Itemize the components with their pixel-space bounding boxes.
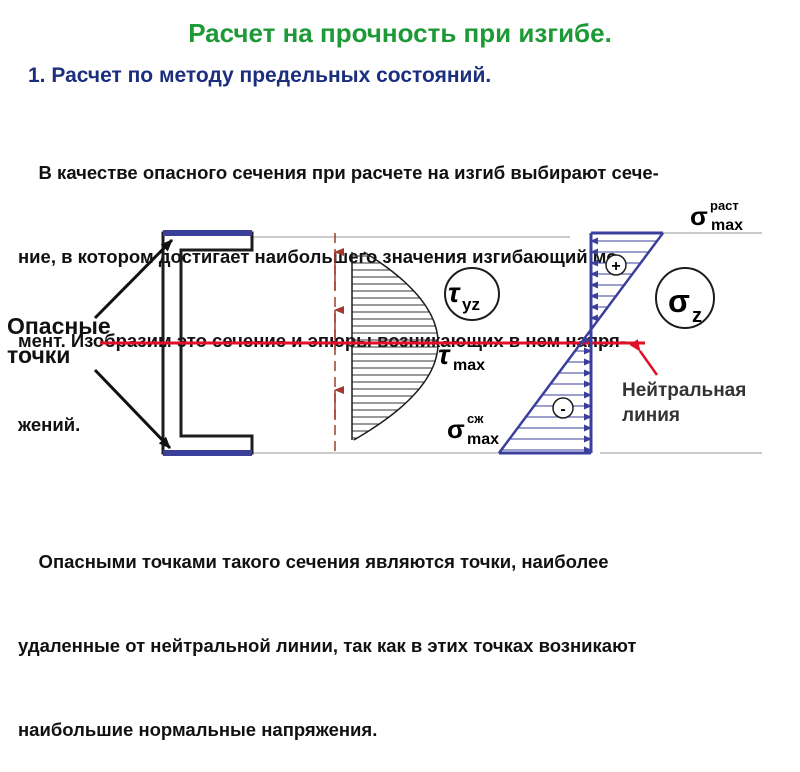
sigma-max-compression-symbol: σ xyxy=(447,414,465,444)
neutral-line-label-line: линия xyxy=(622,405,680,426)
dangerous-points-line: Опасные xyxy=(7,313,111,339)
neutral-line-label-line: Нейтральная xyxy=(622,380,747,401)
sigma-z-symbol: σ xyxy=(668,283,690,319)
svg-text:-: - xyxy=(560,401,565,418)
neutral-line-label: Нейтральная линия xyxy=(622,378,746,428)
sigma-diagram xyxy=(497,231,665,455)
sigma-max-tension-symbol: σ xyxy=(690,201,708,231)
conclusion-paragraph: Опасными точками такого сечения являются… xyxy=(18,492,637,772)
intro-line: мент. Изобразим это сечение и эпюры возн… xyxy=(18,330,627,351)
intro-line: В качестве опасного сечения при расчете … xyxy=(18,162,659,183)
intro-paragraph: В качестве опасного сечения при расчете … xyxy=(18,103,659,467)
neutral-line-pointer xyxy=(629,339,659,376)
bending-diagram: + - τ yz τ max σ z σ раст max σ сж max xyxy=(93,198,762,456)
sigma-max-tension-superscript: раст xyxy=(710,198,739,213)
sigma-max-compression-superscript: сж xyxy=(467,411,484,426)
tau-max-subscript: max xyxy=(453,357,485,374)
sigma-z-circle xyxy=(655,267,715,329)
section-subtitle: 1. Расчет по методу предельных состояний… xyxy=(28,64,492,87)
dangerous-point-arrow-top xyxy=(93,238,174,320)
conclusion-line: удаленные от нейтральной линии, так как … xyxy=(18,635,637,656)
compression-sign: - xyxy=(552,397,574,419)
tau-yz-subscript: yz xyxy=(462,295,480,314)
sigma-max-tension-subscript: max xyxy=(711,217,743,234)
tau-yz-circle xyxy=(444,267,500,321)
dangerous-point-arrow-bottom xyxy=(93,368,172,450)
tau-diagram xyxy=(351,251,439,441)
sigma-max-compression-subscript: max xyxy=(467,431,499,448)
tau-max-symbol: τ xyxy=(438,339,451,370)
svg-text:+: + xyxy=(611,258,620,275)
conclusion-line: наибольшие нормальные напряжения. xyxy=(18,719,378,740)
intro-line: жений. xyxy=(18,414,81,435)
conclusion-line: Опасными точками такого сечения являются… xyxy=(18,551,609,572)
tension-sign: + xyxy=(605,254,627,276)
dangerous-points-label: Опасные точки xyxy=(7,312,111,370)
sigma-z-subscript: z xyxy=(692,305,702,327)
dangerous-points-line: точки xyxy=(7,342,71,368)
page-title: Расчет на прочность при изгибе. xyxy=(188,18,612,48)
channel-section xyxy=(161,230,254,456)
tau-yz-symbol: τ xyxy=(448,277,461,308)
